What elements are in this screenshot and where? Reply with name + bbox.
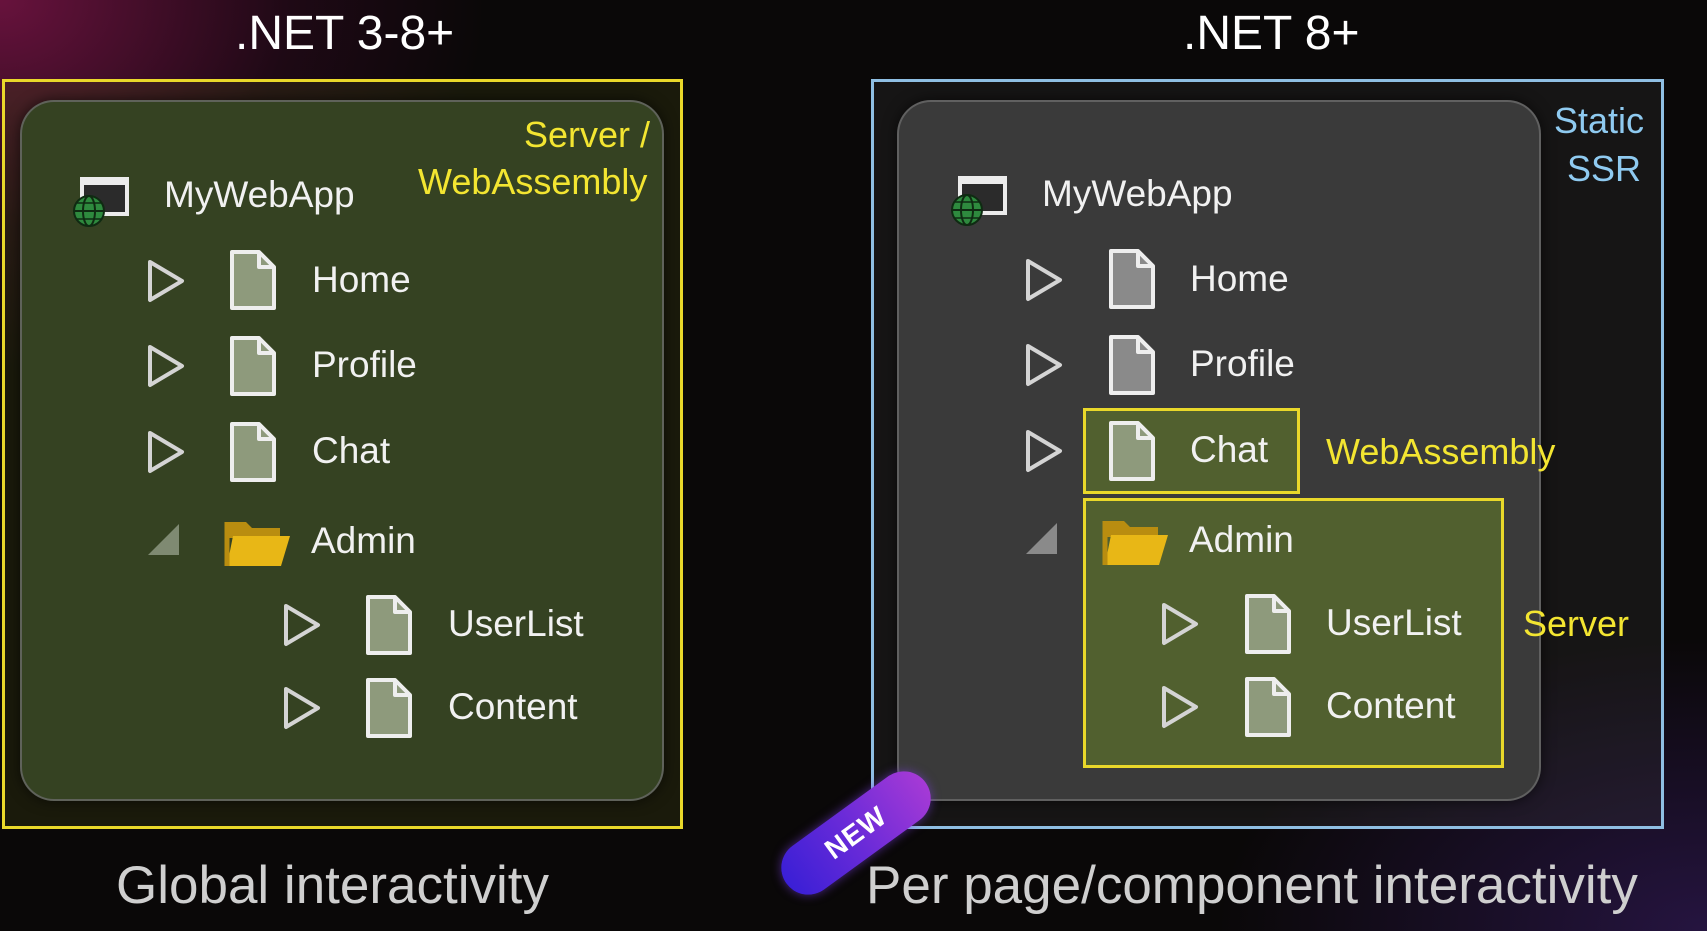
page-icon (1245, 677, 1291, 737)
right-mode-line2: SSR (1567, 148, 1642, 189)
tree-item-chat[interactable]: Chat (312, 430, 391, 471)
page-icon (230, 250, 276, 310)
triangle-expanded-icon[interactable] (1024, 521, 1060, 557)
left-caption: Global interactivity (116, 856, 550, 915)
triangle-collapsed-icon[interactable] (1159, 601, 1201, 647)
admin-mode-label: Server (1523, 603, 1630, 644)
right-caption: Per page/component interactivity (866, 856, 1638, 915)
page-icon (366, 678, 412, 738)
left-mode-line2: WebAssembly (418, 161, 648, 202)
open-folder-icon (1102, 521, 1168, 565)
left-heading: .NET 3-8+ (235, 7, 455, 60)
triangle-collapsed-icon[interactable] (1023, 342, 1065, 388)
triangle-collapsed-icon[interactable] (1023, 257, 1065, 303)
right-heading: .NET 8+ (1183, 7, 1360, 60)
tree-item-profile[interactable]: Profile (312, 344, 417, 385)
tree-item-admin[interactable]: Admin (1189, 519, 1294, 560)
web-app-globe-icon (73, 177, 129, 227)
left-mode-line1: Server / (524, 114, 651, 155)
triangle-collapsed-icon[interactable] (1159, 684, 1201, 730)
page-icon (1109, 335, 1155, 395)
page-icon (230, 336, 276, 396)
page-icon (1109, 421, 1155, 481)
open-folder-icon (224, 522, 290, 566)
tree-item-content[interactable]: Content (1326, 685, 1456, 726)
tree-item-app[interactable]: MyWebApp (1042, 173, 1233, 214)
page-icon (1109, 249, 1155, 309)
tree-item-content[interactable]: Content (448, 686, 578, 727)
triangle-collapsed-icon[interactable] (145, 429, 187, 475)
tree-item-profile[interactable]: Profile (1190, 343, 1295, 384)
triangle-collapsed-icon[interactable] (145, 258, 187, 304)
right-mode-line1: Static (1554, 100, 1645, 141)
page-icon (230, 422, 276, 482)
chat-mode-label: WebAssembly (1326, 431, 1556, 472)
web-app-globe-icon (951, 176, 1007, 226)
tree-item-admin[interactable]: Admin (311, 520, 416, 561)
page-icon (366, 595, 412, 655)
page-icon (1245, 594, 1291, 654)
tree-item-chat[interactable]: Chat (1190, 429, 1269, 470)
triangle-expanded-icon[interactable] (146, 522, 182, 558)
triangle-collapsed-icon[interactable] (145, 343, 187, 389)
tree-item-userlist[interactable]: UserList (1326, 602, 1462, 643)
tree-item-userlist[interactable]: UserList (448, 603, 584, 644)
triangle-collapsed-icon[interactable] (1023, 428, 1065, 474)
triangle-collapsed-icon[interactable] (281, 685, 323, 731)
left-app-tree-card (20, 100, 664, 801)
triangle-collapsed-icon[interactable] (281, 602, 323, 648)
tree-item-home[interactable]: Home (1190, 258, 1289, 299)
tree-item-home[interactable]: Home (312, 259, 411, 300)
tree-item-app[interactable]: MyWebApp (164, 174, 355, 215)
